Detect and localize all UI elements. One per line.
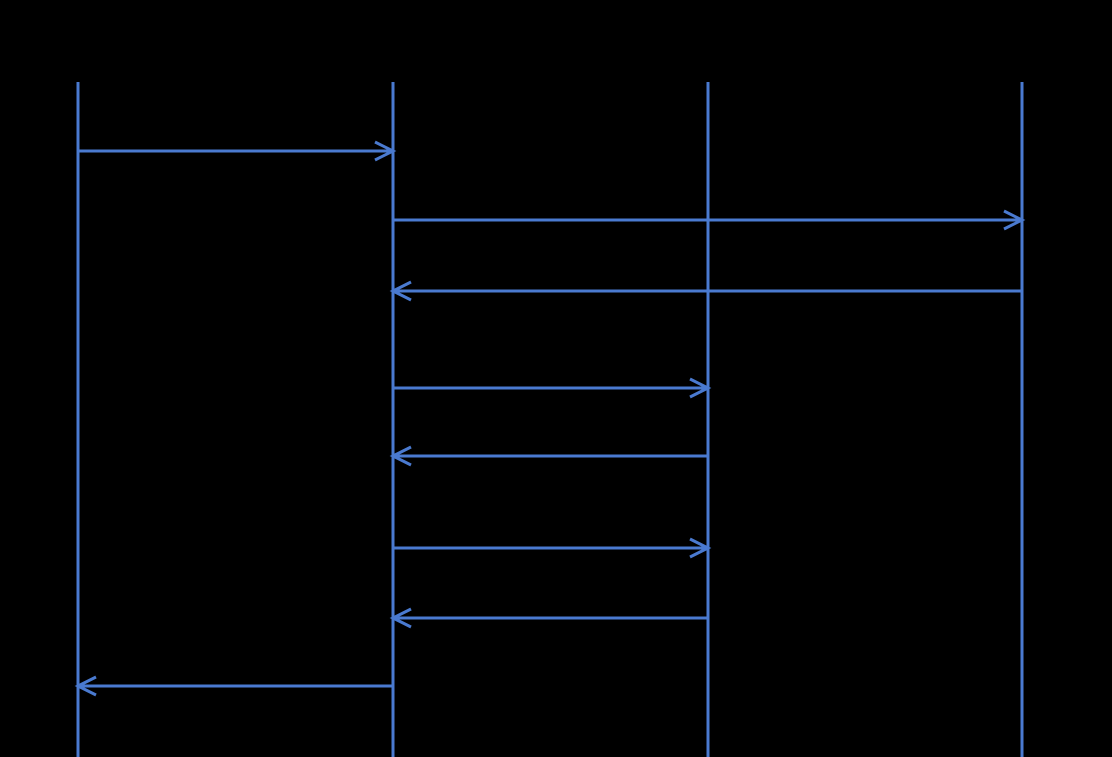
message-arrowhead-2 <box>1003 209 1026 231</box>
messages-group <box>74 140 1026 697</box>
lifelines-group <box>76 82 1024 757</box>
message-arrowhead-7 <box>389 607 412 629</box>
message-arrowhead-4 <box>689 377 712 399</box>
message-arrowhead-1 <box>374 140 397 162</box>
message-arrowhead-6 <box>689 537 712 559</box>
message-arrowhead-3 <box>389 280 412 302</box>
message-arrowhead-5 <box>389 445 412 467</box>
message-arrowhead-8 <box>74 675 97 697</box>
